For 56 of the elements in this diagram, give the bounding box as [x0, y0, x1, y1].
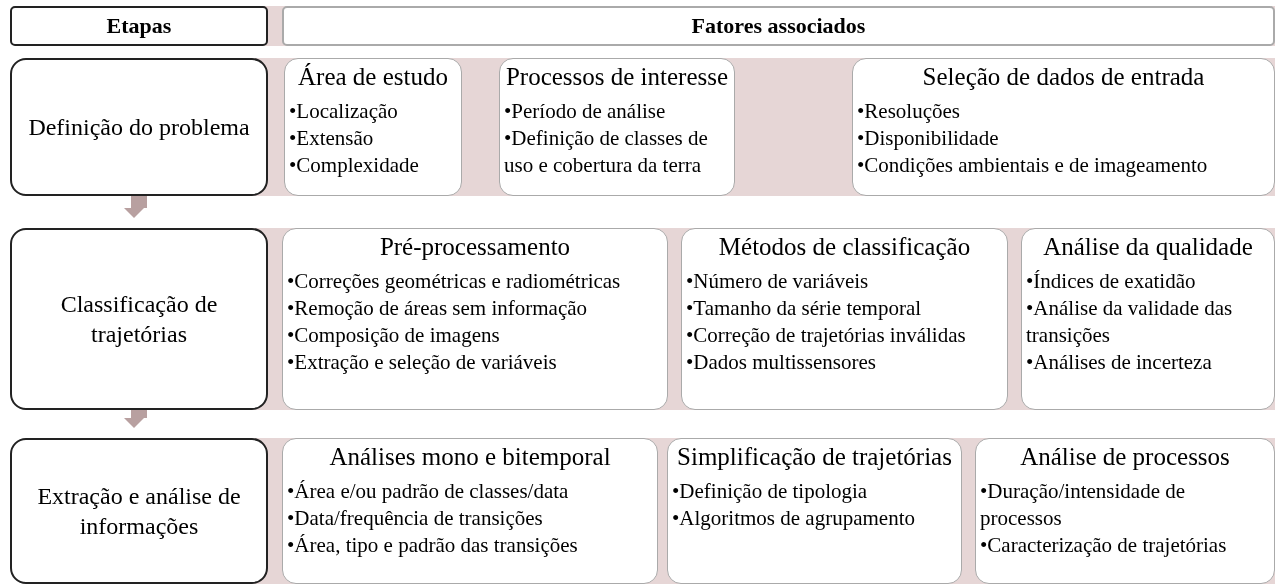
box-heading: Área de estudo — [297, 62, 449, 92]
column-heading: Etapas — [106, 13, 172, 39]
box-heading: Métodos de classificação — [717, 232, 972, 262]
stage-label: Extração e análise de informações — [36, 482, 242, 541]
header-box — [10, 6, 268, 46]
bullet-item: •Área, tipo e padrão das transições — [287, 531, 579, 559]
factor-box — [1021, 228, 1275, 410]
factor-box — [282, 438, 658, 584]
bullet-item: •Extensão — [289, 124, 375, 152]
box-heading: Processos de interesse — [504, 62, 730, 92]
box-heading: Simplificação de trajetórias — [676, 442, 953, 472]
factor-box — [975, 438, 1275, 584]
bullet-item: •Número de variáveis — [686, 268, 870, 295]
factor-box — [667, 438, 962, 584]
stage-label: Classificação de trajetórias — [59, 290, 219, 349]
factor-box — [282, 228, 668, 410]
stage-box — [10, 228, 268, 410]
bullet-item: •Condições ambientais e de imageamento — [857, 151, 1209, 179]
bullet-item: •Complexidade — [289, 151, 420, 179]
bullet-item: •Definição de classes de uso e cobertura da terra — [504, 124, 709, 179]
box-heading: Análises mono e bitemporal — [328, 442, 612, 472]
box-heading: Análise da qualidade — [1042, 232, 1254, 262]
stage-box — [10, 438, 268, 584]
bullet-item: •Índices de exatidão — [1026, 268, 1197, 295]
factor-box — [499, 58, 735, 196]
bullet-item: •Caracterização de trajetórias — [980, 531, 1228, 559]
bullet-item: •Análise da validade das transições — [1026, 294, 1234, 349]
stage-label: Definição do problema — [28, 113, 250, 142]
box-heading: Seleção de dados de entrada — [921, 62, 1206, 92]
arrow — [124, 410, 147, 428]
box-heading: Pré-processamento — [378, 232, 572, 262]
stage-box — [10, 58, 268, 196]
header-box — [282, 6, 1275, 46]
bullet-item: •Composição de imagens — [287, 321, 501, 349]
column-heading: Fatores associados — [691, 13, 866, 39]
bullet-item: •Tamanho da série temporal — [686, 294, 923, 322]
bullet-item: •Período de análise — [504, 98, 667, 125]
box-heading: Análise de processos — [1019, 442, 1231, 472]
bullet-item: •Resoluções — [857, 98, 961, 125]
bullet-item: •Correção de trajetórias inválidas — [686, 321, 967, 349]
factor-box — [852, 58, 1275, 196]
bullet-item: •Data/frequência de transições — [287, 504, 544, 532]
bullet-item: •Algoritmos de agrupamento — [672, 504, 916, 532]
bullet-item: •Definição de tipologia — [672, 478, 869, 505]
bullet-item: •Disponibilidade — [857, 124, 1000, 152]
bullet-item: •Área e/ou padrão de classes/data — [287, 478, 570, 505]
bullet-item: •Duração/intensidade de processos — [980, 478, 1187, 532]
factor-box — [681, 228, 1008, 410]
bullet-item: •Análises de incerteza — [1026, 348, 1213, 376]
bullet-item: •Remoção de áreas sem informação — [287, 294, 589, 322]
factor-box — [284, 58, 462, 196]
arrow — [124, 196, 147, 218]
bullet-item: •Correções geométricas e radiométricas — [287, 268, 622, 295]
bullet-item: •Extração e seleção de variáveis — [287, 348, 558, 376]
bullet-item: •Localização — [289, 98, 399, 125]
bullet-item: •Dados multissensores — [686, 348, 877, 376]
